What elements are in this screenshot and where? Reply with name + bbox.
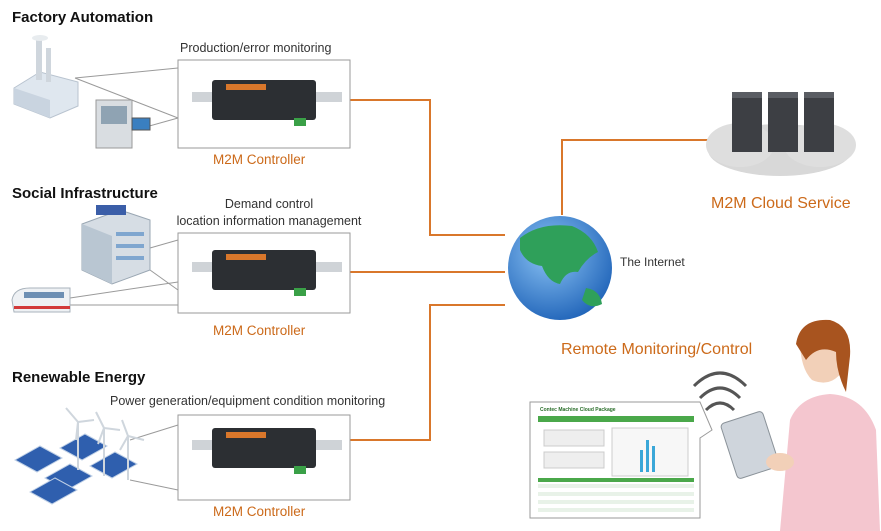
controller-device-icon: [192, 250, 342, 296]
line-internet-to-cloud: [561, 139, 720, 215]
monitor-screen-callout: [529, 401, 713, 519]
person-with-tablet-icon: [720, 319, 880, 531]
controller-label-infrastructure: M2M Controller: [213, 323, 306, 338]
line-factory-to-internet: [350, 99, 505, 236]
controller-device-icon: [192, 80, 342, 126]
wifi-signal-icon: [692, 371, 748, 412]
controller-label-energy: M2M Controller: [213, 504, 306, 519]
cloud-service-label: M2M Cloud Service: [711, 195, 851, 212]
remote-monitoring-label: Remote Monitoring/Control: [561, 341, 753, 358]
server-icon: [732, 92, 834, 152]
factory-machine-icon: [95, 99, 151, 149]
caption-infrastructure-line1: Demand control: [224, 197, 314, 211]
caption-energy: Power generation/equipment condition mon…: [110, 394, 386, 408]
connection-lines: [350, 99, 720, 441]
internet-label: The Internet: [620, 255, 685, 269]
factory-building-icon: [13, 35, 79, 119]
controller-label-factory: M2M Controller: [213, 152, 306, 167]
section-title-factory: Factory Automation: [12, 9, 154, 26]
line-energy-to-internet: [350, 304, 505, 441]
caption-factory: Production/error monitoring: [180, 41, 332, 55]
wind-turbine-icon: [65, 407, 145, 480]
train-icon: [11, 287, 71, 313]
caption-infrastructure-line2: location information management: [176, 214, 362, 228]
office-building-icon: [81, 205, 151, 285]
globe-icon: [508, 216, 612, 320]
screen-title: Contec Machine Cloud Package: [540, 407, 616, 413]
controller-device-icon: [192, 428, 342, 474]
callout-pointers: [69, 67, 179, 491]
section-title-infrastructure: Social Infrastructure: [12, 185, 158, 202]
solar-panel-icon: [13, 433, 139, 505]
section-title-energy: Renewable Energy: [12, 369, 146, 386]
